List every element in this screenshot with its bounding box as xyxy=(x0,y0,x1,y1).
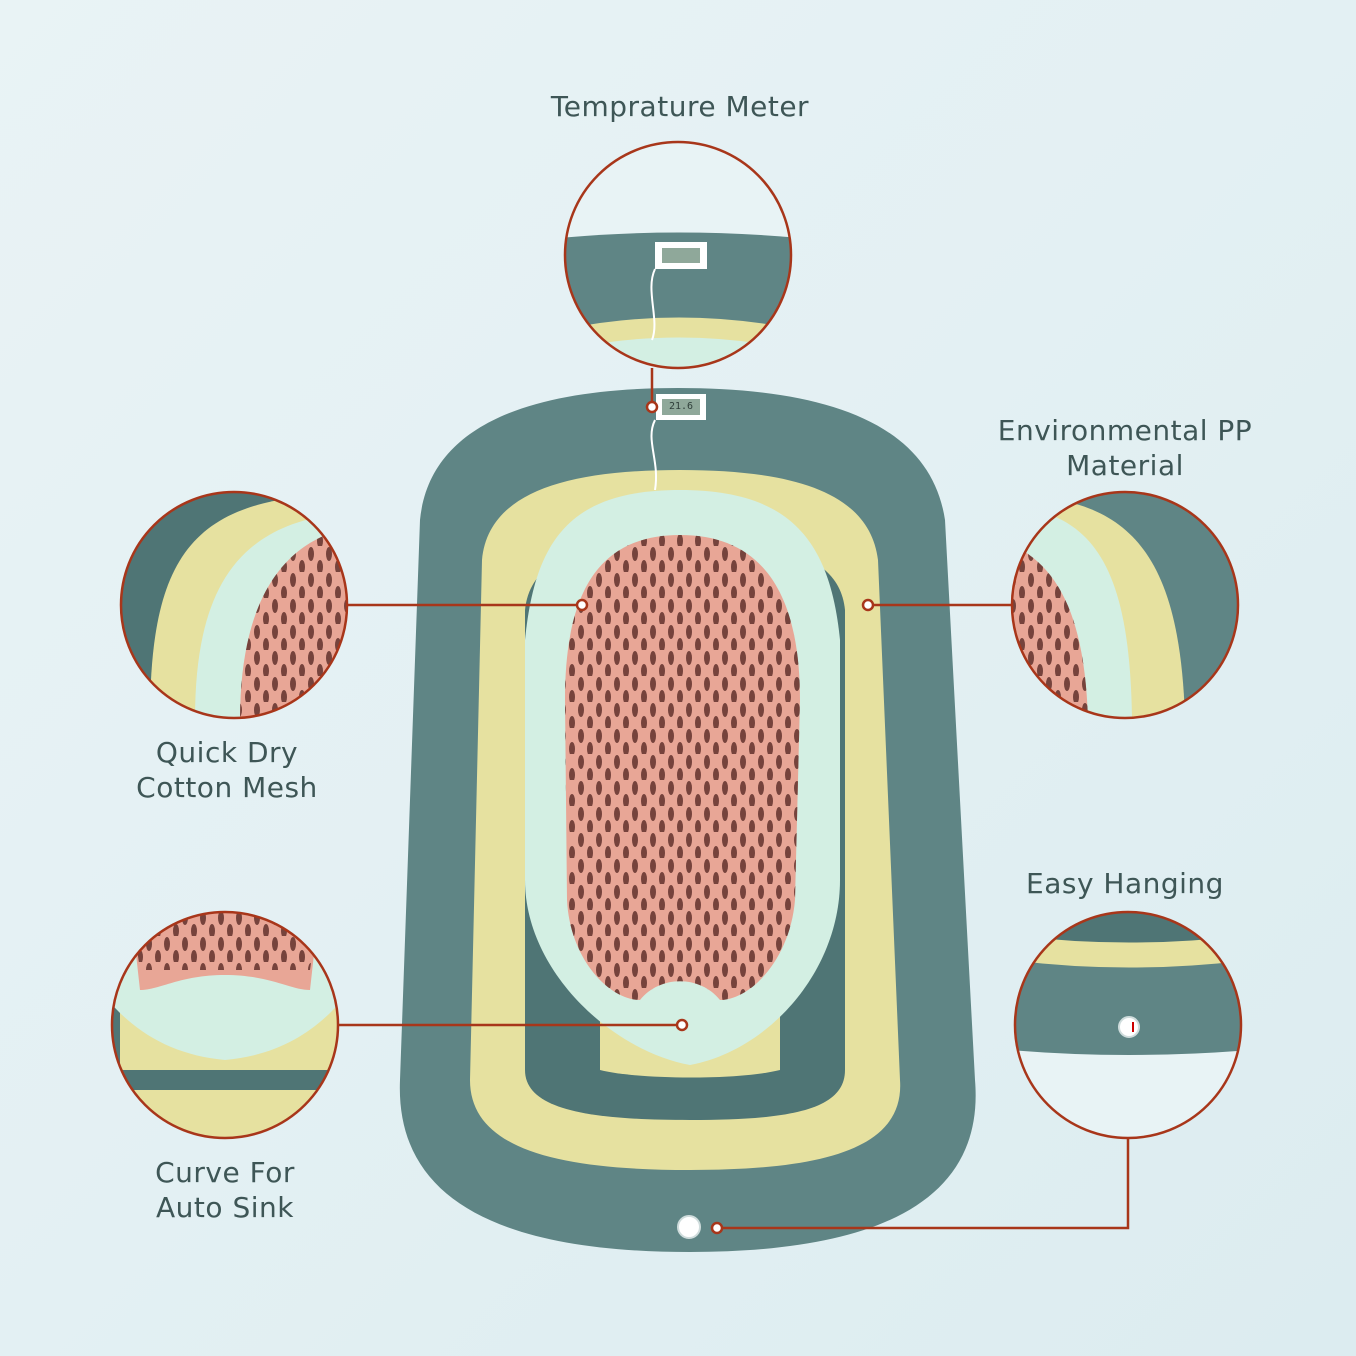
pp-material-zoom xyxy=(1012,492,1238,718)
quick-dry-label: Quick Dry Cotton Mesh xyxy=(100,735,354,805)
quick-dry-line1: Quick Dry xyxy=(155,736,299,769)
temperature-meter-label: Temprature Meter xyxy=(550,90,810,123)
easy-hanging-zoom xyxy=(1015,912,1241,1138)
callout-lines xyxy=(110,140,1243,1235)
environmental-pp-line1: Environmental PP xyxy=(997,414,1253,447)
curve-sink-line2: Auto Sink xyxy=(156,1191,294,1224)
thermometer-display: 21.6 xyxy=(668,401,694,412)
environmental-pp-label: Environmental PP Material xyxy=(960,413,1290,483)
temperature-meter-zoom xyxy=(565,142,791,368)
curve-sink-label: Curve For Auto Sink xyxy=(95,1155,355,1225)
environmental-pp-line2: Material xyxy=(1066,449,1184,482)
curve-sink-zoom xyxy=(112,912,338,1138)
quick-dry-line2: Cotton Mesh xyxy=(136,771,318,804)
bathtub xyxy=(399,388,976,1252)
easy-hanging-label: Easy Hanging xyxy=(1026,867,1224,900)
curve-sink-line1: Curve For xyxy=(155,1156,295,1189)
cotton-mesh-zoom xyxy=(121,492,347,718)
